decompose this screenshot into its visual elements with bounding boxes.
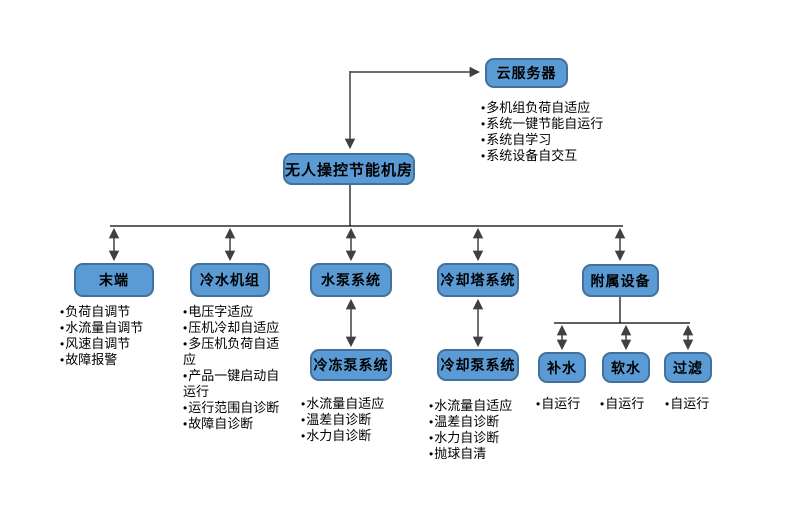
feature-item: 多压机负荷自适应 [183,336,287,368]
feature-item: 运行范围自诊断 [183,400,287,416]
node-auxiliary-equipment: 附属设备 [582,264,659,297]
cloud-server-feature-list: 多机组负荷自适应 系统一键节能自运行 系统自学习 系统设备自交互 [481,100,613,164]
feature-item: 水力自诊断 [429,430,541,446]
feature-item: 电压字适应 [183,304,287,320]
feature-item: 系统自学习 [481,132,613,148]
node-pump-system: 水泵系统 [310,263,392,297]
feature-item: 负荷自调节 [60,304,172,320]
feature-item: 抛球自清 [429,446,541,462]
cooling-pump-feature-list: 水流量自适应 温差自诊断 水力自诊断 抛球自清 [429,398,541,462]
feature-item: 自运行 [665,396,723,412]
connector-main-rail [110,185,623,227]
feature-item: 故障报警 [60,352,172,368]
feature-item: 水流量自调节 [60,320,172,336]
feature-item: 压机冷却自适应 [183,320,287,336]
feature-item: 水流量自适应 [429,398,541,414]
node-soft-water: 软水 [602,352,650,383]
node-cooling-pump-system: 冷却泵系统 [437,349,519,381]
makeup-water-feature-list: 自运行 [536,396,594,412]
node-cloud-server: 云服务器 [485,58,568,88]
connector-auxiliary-children [556,324,694,351]
feature-item: 自运行 [600,396,658,412]
chilled-pump-feature-list: 水流量自适应 温差自诊断 水力自诊断 [301,396,413,444]
terminal-feature-list: 负荷自调节 水流量自调节 风速自调节 故障报警 [60,304,172,368]
connector-auxiliary-rail [554,297,690,324]
feature-item: 多机组负荷自适应 [481,100,613,116]
connector-rail-to-children [108,227,626,262]
feature-item: 水力自诊断 [301,428,413,444]
node-cooling-tower-system: 冷却塔系统 [437,263,519,297]
feature-item: 产品一键启动自运行 [183,368,287,400]
feature-item: 风速自调节 [60,336,172,352]
feature-item: 系统设备自交互 [481,148,613,164]
node-makeup-water: 补水 [538,352,586,383]
node-chiller-unit: 冷水机组 [190,263,270,297]
filter-feature-list: 自运行 [665,396,723,412]
feature-item: 故障自诊断 [183,416,287,432]
feature-item: 温差自诊断 [429,414,541,430]
feature-item: 系统一键节能自运行 [481,116,613,132]
node-terminal: 末端 [74,263,154,297]
node-filter: 过滤 [664,352,712,383]
node-chilled-pump-system: 冷冻泵系统 [310,349,392,381]
soft-water-feature-list: 自运行 [600,396,658,412]
connector-pump-subsystems [345,298,484,348]
feature-item: 温差自诊断 [301,412,413,428]
feature-item: 自运行 [536,396,594,412]
node-main-machine-room: 无人操控节能机房 [283,153,415,185]
chiller-unit-feature-list: 电压字适应 压机冷却自适应 多压机负荷自适应 产品一键启动自运行 运行范围自诊断… [183,304,287,432]
feature-item: 水流量自适应 [301,396,413,412]
connector-main-to-cloud [344,66,481,150]
